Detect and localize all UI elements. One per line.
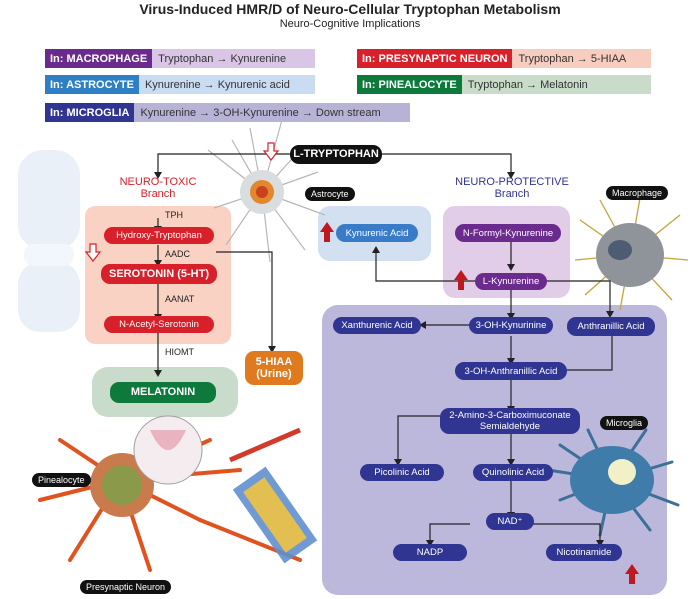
astrocyte-tag: Astrocyte xyxy=(305,187,355,201)
legend-value: Kynurenine → Kynurenic acid xyxy=(138,75,315,94)
nicotinamide-node: Nicotinamide xyxy=(546,544,622,561)
hydroxy-tryptophan-node: Hydroxy-Tryptophan xyxy=(104,227,214,244)
up-arrow-icon-nicotinamide xyxy=(625,564,639,584)
neuro-protective-branch-label: NEURO-PROTECTIVE Branch xyxy=(455,176,569,200)
connectors xyxy=(157,153,613,542)
diagram-title: Virus-Induced HMR/D of Neuro-Cellular Tr… xyxy=(139,1,561,17)
legend-value: Tryptophan → 5-HIAA xyxy=(512,49,651,68)
n-formyl-kynurenine-node: N-Formyl-Kynurenine xyxy=(455,224,561,242)
synapse-illustration xyxy=(133,415,203,485)
presynaptic-neuron-tag: Presynaptic Neuron xyxy=(80,580,172,594)
quinolinic-acid-node: Quinolinic Acid xyxy=(473,464,553,481)
down-arrow-icon xyxy=(262,142,280,161)
tph-enzyme-label: TPH xyxy=(165,210,183,220)
astrocyte-illustration xyxy=(207,119,326,263)
microglia-illustration xyxy=(546,428,680,537)
picolinic-acid-node: Picolinic Acid xyxy=(360,464,444,481)
5-hiaa-node: 5-HIAA (Urine) xyxy=(245,351,303,385)
legend-value: Tryptophan → Melatonin xyxy=(461,75,651,94)
legend-presynaptic-neuron: In: PRESYNAPTIC NEURON Tryptophan → 5-HI… xyxy=(357,49,651,68)
axon-illustration xyxy=(229,427,318,564)
legend-macrophage: In: MACROPHAGE Tryptophan → Kynurenine xyxy=(45,49,315,68)
legend-microglia: In: MICROGLIA Kynurenine → 3-OH-Kynureni… xyxy=(45,103,410,122)
aanat-enzyme-label: AANAT xyxy=(165,294,195,304)
up-arrow-icon-kynurenic xyxy=(320,222,334,242)
xanthurenic-acid-node: Xanthurenic Acid xyxy=(333,317,421,334)
aadc-enzyme-label: AADC xyxy=(165,249,191,259)
legend-value: Tryptophan → Kynurenine xyxy=(152,49,315,68)
legend-key: In: PINEALOCYTE xyxy=(357,75,462,94)
legend-key: In: PRESYNAPTIC NEURON xyxy=(357,49,513,68)
arrowheads xyxy=(154,172,614,547)
3-oh-anthranillic-acid-node: 3-OH-Anthranillic Acid xyxy=(455,362,567,380)
anthranillic-acid-node: Anthranillic Acid xyxy=(567,317,655,336)
nad-node: NAD⁺ xyxy=(486,513,534,530)
legend-key: In: MICROGLIA xyxy=(45,103,135,122)
hiomt-enzyme-label: HIOMT xyxy=(165,347,194,357)
legend-astrocyte: In: ASTROCYTE Kynurenine → Kynurenic aci… xyxy=(45,75,315,94)
melatonin-node: MELATONIN xyxy=(110,382,216,403)
l-tryptophan-node: L-TRYPTOPHAN xyxy=(290,145,382,164)
macrophage-illustration xyxy=(574,197,689,311)
up-arrow-icon-kynurenine xyxy=(454,270,468,290)
diagram-subtitle: Neuro-Cognitive Implications xyxy=(279,18,421,30)
n-acetyl-serotonin-node: N-Acetyl-Serotonin xyxy=(104,316,214,333)
nadp-node: NADP xyxy=(393,544,467,561)
pinealocyte-tag: Pinealocyte xyxy=(32,473,91,487)
legend-pinealocyte: In: PINEALOCYTE Tryptophan → Melatonin xyxy=(357,75,651,94)
neuro-toxic-branch-label: NEURO-TOXIC Branch xyxy=(119,176,197,200)
kynurenic-acid-node: Kynurenic Acid xyxy=(336,224,418,242)
l-kynurenine-node: L-Kynurenine xyxy=(475,273,547,290)
acms-node: 2-Amino-3-Carboximuconate Semialdehyde xyxy=(440,408,580,434)
microglia-panel xyxy=(322,305,667,595)
macrophage-tag: Macrophage xyxy=(606,186,669,200)
serotonin-node: SEROTONIN (5-HT) xyxy=(101,264,217,284)
spine-illustration xyxy=(18,150,80,332)
legend-key: In: MACROPHAGE xyxy=(45,49,153,68)
legend-key: In: ASTROCYTE xyxy=(45,75,139,94)
3-oh-kynurinine-node: 3-OH-Kynurinine xyxy=(469,317,553,334)
microglia-tag: Microglia xyxy=(600,416,649,430)
legend-value: Kynurenine → 3-OH-Kynurenine → Down stre… xyxy=(134,103,410,122)
down-arrow-icon-serotonin xyxy=(84,243,102,262)
